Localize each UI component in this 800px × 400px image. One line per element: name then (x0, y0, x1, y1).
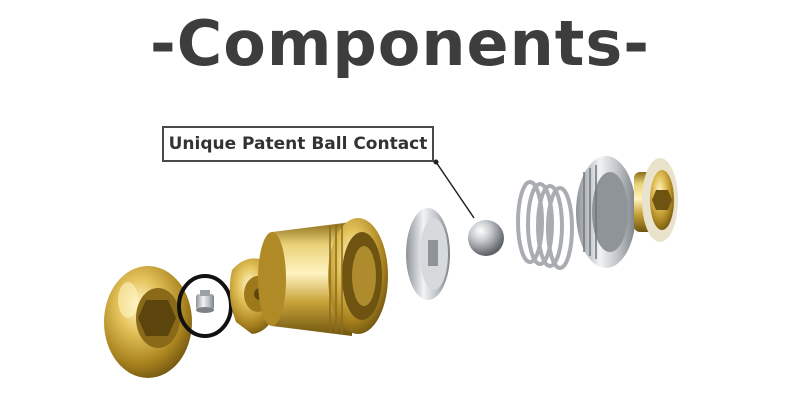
steel-ball-icon (468, 220, 504, 256)
page-title: -Components- (149, 7, 650, 80)
pin-screw-icon (196, 290, 214, 313)
callout-leader-dot (433, 159, 439, 165)
silver-disc-icon (406, 208, 450, 300)
callout-label: Unique Patent Ball Contact (162, 126, 434, 162)
callout-leader-line (435, 161, 475, 219)
gold-connector-icon (634, 158, 678, 242)
o-ring-icon (177, 274, 233, 338)
silver-thread-ring-icon (576, 156, 636, 268)
spring-icon (516, 180, 574, 270)
gold-cap-icon (104, 266, 192, 378)
gold-sleeve-icon (258, 218, 388, 336)
